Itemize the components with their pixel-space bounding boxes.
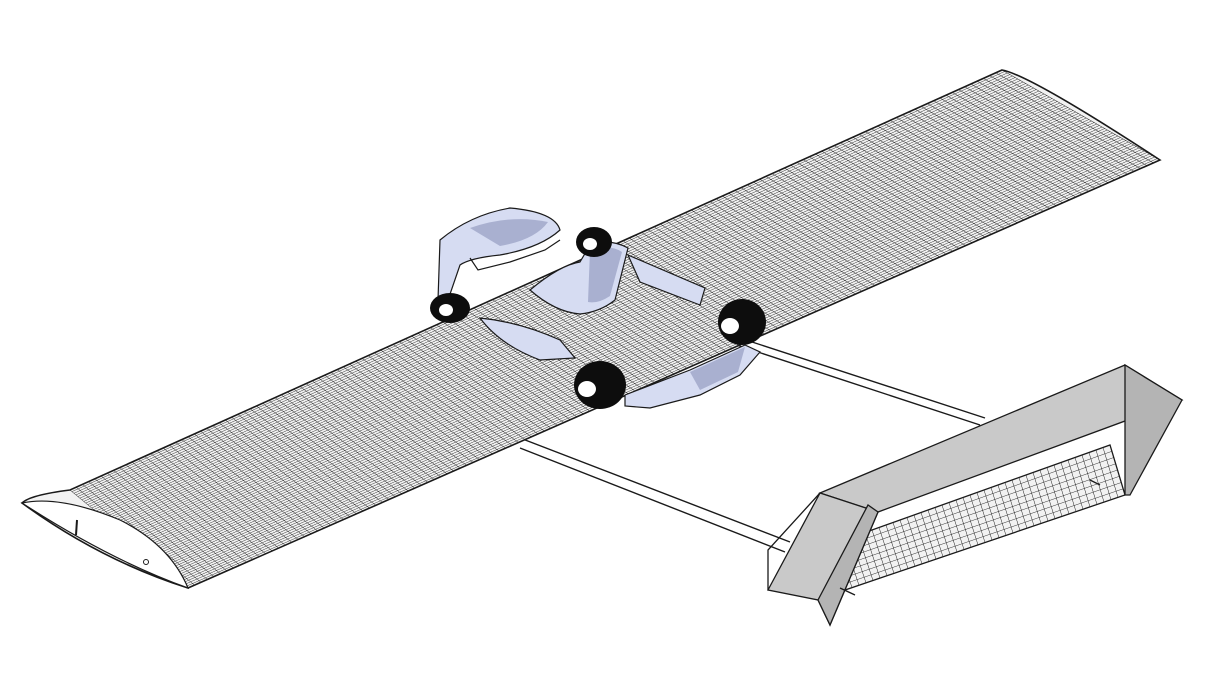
- wing-spanwise-line: [113, 102, 1060, 527]
- wing-spanwise-line: [146, 128, 1105, 554]
- wing-spanwise-line: [117, 105, 1066, 530]
- pod-right-fairing: [626, 253, 706, 306]
- wing-spanwise-line: [150, 131, 1111, 558]
- wing-spanwise-line: [182, 155, 1153, 584]
- wing-spanwise-line: [174, 149, 1142, 577]
- wing-spanwise-line: [71, 71, 1005, 492]
- wing-spanwise-line: [119, 107, 1068, 532]
- tail-spanwise-line: [837, 469, 1118, 568]
- wing-spanwise-line: [148, 129, 1108, 556]
- wing-spanwise-line: [136, 120, 1092, 546]
- tail-spanwise-line: [843, 488, 1124, 585]
- wing-spanwise-line: [132, 117, 1087, 543]
- pod-front-strut: [469, 239, 561, 271]
- wheel-front-right: [576, 227, 612, 257]
- pod-canopy-shade: [470, 219, 548, 246]
- wing-spanwise-line: [185, 158, 1158, 587]
- wing-spanwise-line: [123, 110, 1074, 535]
- wing-spanwise-line: [144, 126, 1103, 553]
- wing-spanwise-line: [160, 138, 1124, 566]
- boom-left-lower: [519, 447, 786, 553]
- wing-spanwise-line: [170, 146, 1137, 574]
- wing-spanwise-line: [140, 123, 1097, 550]
- tail-fin-right: [1124, 363, 1183, 496]
- tail-spanwise-line: [839, 476, 1120, 574]
- tail-fin-left-face: [817, 504, 879, 627]
- wing-spanwise-line: [156, 135, 1118, 563]
- wing-spanwise-line: [142, 125, 1100, 551]
- wing-spanwise-line: [164, 141, 1129, 569]
- tail-spanwise-line: [835, 463, 1116, 563]
- wing-tip-airfoil: [20, 500, 190, 590]
- wing-spanwise-line: [158, 137, 1121, 564]
- wing-spanwise-line: [154, 134, 1116, 561]
- tail-fin-left-edge: [767, 492, 821, 590]
- wing-spanwise-line: [172, 147, 1139, 576]
- wing-spanwise-line: [134, 119, 1089, 545]
- boom-left-upper: [519, 437, 791, 543]
- tail-spanwise-line: [841, 482, 1122, 580]
- wing-spanwise-line: [178, 152, 1147, 581]
- wing-spanwise-line: [152, 132, 1113, 559]
- wheel-rear-right: [718, 299, 766, 345]
- tip-mark: [75, 519, 78, 536]
- pod-seat-shade: [588, 247, 622, 303]
- wheel-rear-left: [574, 361, 626, 409]
- wing-spanwise-line: [166, 143, 1132, 571]
- wing-spanwise-line: [138, 122, 1095, 548]
- fuselage-pod: [437, 207, 761, 409]
- tail-bracket-2: [1089, 479, 1101, 486]
- pod-left-panel: [478, 317, 577, 361]
- tail-assembly: [767, 363, 1184, 627]
- wing-spanwise-line: [126, 113, 1079, 538]
- tip-hole: [143, 559, 149, 565]
- wheel-front-left: [430, 293, 470, 323]
- tail-bracket-1: [839, 587, 856, 596]
- pod-rear-belly-shade: [690, 347, 745, 390]
- wing-spanwise-line: [176, 150, 1145, 579]
- tail-spanwise-line: [831, 451, 1112, 551]
- wing-spanwise-line: [168, 144, 1134, 572]
- wing-spanwise-line: [125, 111, 1076, 536]
- tail-spanwise-line: [833, 457, 1114, 557]
- landing-wheels: [430, 227, 766, 409]
- wing-spanwise-line: [180, 153, 1150, 582]
- wing-spanwise-line: [162, 140, 1126, 568]
- wing-spanwise-line: [130, 116, 1084, 541]
- wing-spanwise-line: [115, 104, 1063, 528]
- wing-spanwise-line: [128, 114, 1082, 540]
- wing-surface: [20, 69, 1162, 589]
- wing-spanwise-line: [121, 108, 1071, 533]
- wing-spanwise-line: [184, 156, 1155, 585]
